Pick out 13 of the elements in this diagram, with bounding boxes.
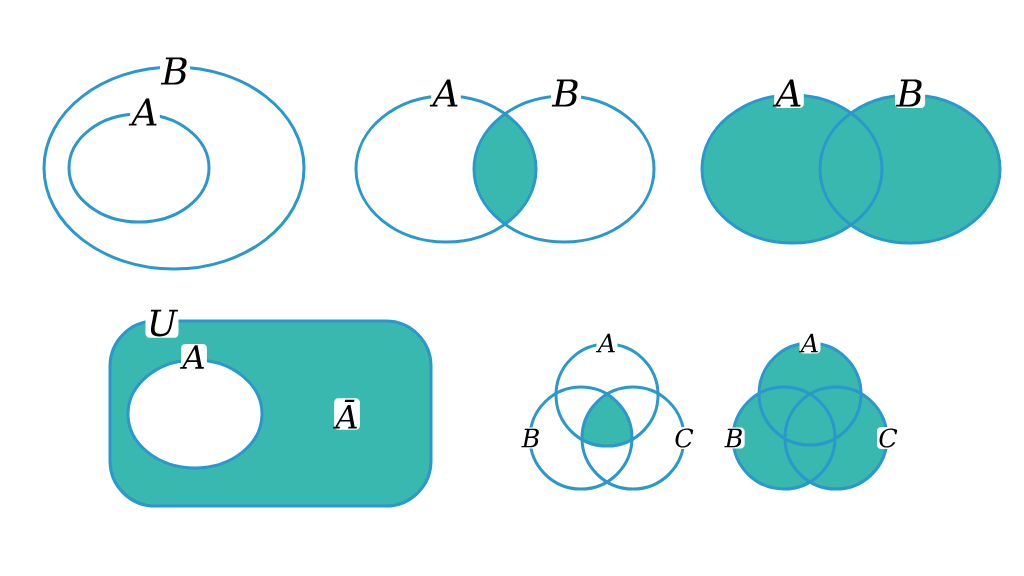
set-label: U — [145, 308, 179, 338]
set-label: A — [595, 332, 618, 354]
set-label: A — [798, 332, 821, 354]
set-label: B — [520, 427, 542, 449]
set-label: B — [550, 78, 582, 108]
set-label: C — [673, 427, 696, 449]
set-label: B — [159, 56, 191, 86]
set-label: A — [772, 78, 804, 108]
set-label: A — [128, 97, 160, 127]
set-label: B — [894, 78, 926, 108]
set-label: B — [723, 427, 745, 449]
set-label: C — [877, 427, 900, 449]
set-label: A — [429, 78, 461, 108]
